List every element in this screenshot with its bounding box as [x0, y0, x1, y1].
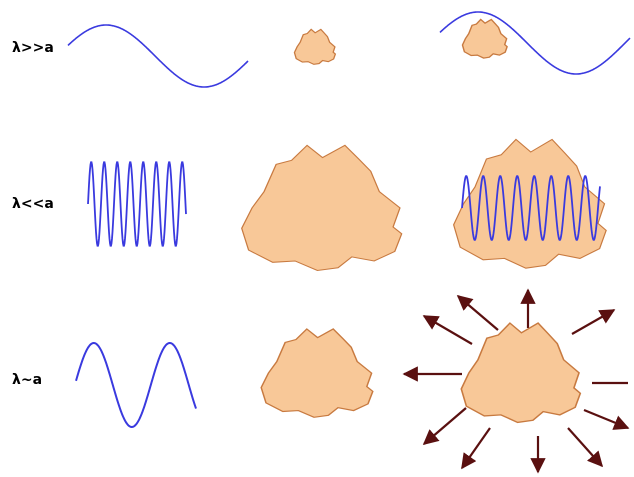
sine-wave-icon — [68, 25, 248, 87]
arrow-icon — [424, 316, 472, 344]
irregular-blob-icon — [461, 323, 580, 422]
irregular-blob-icon — [261, 329, 373, 417]
arrow-icon — [462, 428, 490, 468]
arrow-icon — [584, 410, 628, 428]
arrow-icon — [572, 310, 614, 334]
sine-wave-icon — [88, 162, 186, 245]
arrow-icon — [458, 296, 498, 330]
row-label-large-wavelength: λ>>a — [12, 40, 54, 56]
irregular-blob-icon — [462, 19, 507, 58]
row-label-small-wavelength: λ<<a — [12, 196, 54, 212]
irregular-blob-icon — [242, 145, 402, 270]
arrow-icon — [424, 408, 466, 444]
arrow-icon — [568, 428, 602, 466]
row-label-similar-wavelength: λ~a — [12, 372, 42, 388]
sine-wave-icon — [76, 343, 196, 427]
irregular-blob-icon — [294, 29, 335, 64]
